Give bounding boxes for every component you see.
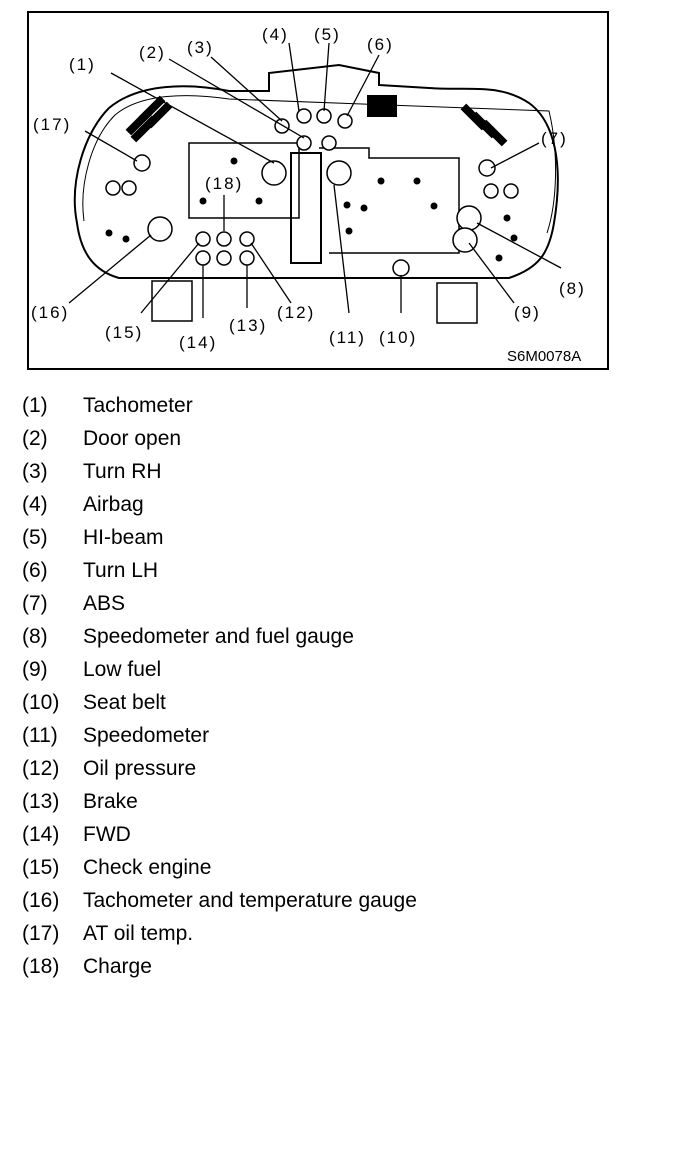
legend-item: (7) ABS	[22, 590, 662, 623]
legend-label: ABS	[83, 592, 126, 615]
callout-10: (10)	[379, 328, 417, 347]
callout-8: (8)	[559, 279, 586, 298]
callout-14: (14)	[179, 333, 217, 352]
legend-item: (6) Turn LH	[22, 557, 662, 590]
cluster-housing	[73, 63, 559, 279]
legend-number: (2)	[22, 427, 48, 450]
legend-item: (3) Turn RH	[22, 458, 662, 491]
legend-label: Check engine	[83, 856, 212, 879]
callout-13: (13)	[229, 316, 267, 335]
legend-item: (11) Speedometer	[22, 722, 662, 755]
callout-17: (17)	[33, 115, 71, 134]
legend-item: (5) HI-beam	[22, 524, 662, 557]
legend-number: (17)	[22, 922, 60, 945]
left-vent-grille	[125, 95, 173, 143]
legend-number: (10)	[22, 691, 60, 714]
legend-label: Brake	[83, 790, 138, 813]
legend-number: (15)	[22, 856, 60, 879]
figure-code: S6M0078A	[507, 348, 581, 365]
legend-label: Turn RH	[83, 460, 162, 483]
callout-4: (4)	[262, 25, 289, 44]
legend-item: (14) FWD	[22, 821, 662, 854]
legend-label: Speedometer and fuel gauge	[83, 625, 354, 648]
bottom-tab-right	[436, 282, 478, 324]
legend-item: (13) Brake	[22, 788, 662, 821]
legend-number: (11)	[22, 724, 58, 747]
legend-item: (18) Charge	[22, 953, 662, 986]
legend-number: (9)	[22, 658, 48, 681]
legend-item: (17) AT oil temp.	[22, 920, 662, 953]
legend-item: (12) Oil pressure	[22, 755, 662, 788]
right-vent-grille	[460, 103, 508, 147]
instrument-cluster-figure: (1) (2) (3) (4) (5) (6) (7) (8) (9) (10)…	[27, 11, 609, 370]
legend-number: (12)	[22, 757, 60, 780]
center-module	[290, 152, 322, 264]
callout-9: (9)	[514, 303, 541, 322]
legend-number: (8)	[22, 625, 48, 648]
legend-number: (3)	[22, 460, 48, 483]
legend-label: Oil pressure	[83, 757, 197, 780]
legend-number: (16)	[22, 889, 60, 912]
callout-16: (16)	[31, 303, 69, 322]
legend-item: (1) Tachometer	[22, 392, 662, 425]
legend-item: (15) Check engine	[22, 854, 662, 887]
bottom-tab-left	[151, 280, 193, 322]
callout-11: (11)	[329, 328, 366, 347]
bulb-sockets	[105, 108, 519, 277]
legend-number: (14)	[22, 823, 60, 846]
legend-label: Tachometer	[83, 394, 193, 417]
callout-1: (1)	[69, 55, 96, 74]
callout-3: (3)	[187, 38, 214, 57]
legend-number: (6)	[22, 559, 48, 582]
callout-2: (2)	[139, 43, 166, 62]
center-panel	[188, 142, 300, 219]
instrument-cluster-diagram: (1) (2) (3) (4) (5) (6) (7) (8) (9) (10)…	[31, 25, 586, 365]
callout-18: (18)	[205, 174, 243, 193]
legend-item: (8) Speedometer and fuel gauge	[22, 623, 662, 656]
callout-6: (6)	[367, 35, 394, 54]
legend-label: Charge	[83, 955, 152, 978]
legend-label: FWD	[83, 823, 131, 846]
legend-list: (1) Tachometer (2) Door open (3) Turn RH (4…	[22, 392, 662, 986]
callout-7: (7)	[541, 129, 568, 148]
legend-number: (4)	[22, 493, 48, 516]
legend-label: AT oil temp.	[83, 922, 194, 945]
legend-label: Speedometer	[83, 724, 210, 747]
legend-label: Low fuel	[83, 658, 162, 681]
cluster-housing-inner	[82, 95, 557, 234]
legend-label: Airbag	[83, 493, 144, 516]
legend-number: (5)	[22, 526, 48, 549]
top-connector-grille	[367, 95, 397, 117]
legend-label: HI-beam	[83, 526, 164, 549]
legend-label: Turn LH	[83, 559, 159, 582]
legend-item: (10) Seat belt	[22, 689, 662, 722]
legend-item: (2) Door open	[22, 425, 662, 458]
callout-12: (12)	[277, 303, 315, 322]
legend-item: (16) Tachometer and temperature gauge	[22, 887, 662, 920]
legend-item: (4) Airbag	[22, 491, 662, 524]
legend-label: Seat belt	[83, 691, 166, 714]
legend-label: Tachometer and temperature gauge	[83, 889, 417, 912]
callout-5: (5)	[314, 25, 341, 44]
legend-number: (7)	[22, 592, 48, 615]
legend-item: (9) Low fuel	[22, 656, 662, 689]
callout-15: (15)	[105, 323, 143, 342]
legend-number: (1)	[22, 394, 48, 417]
legend-label: Door open	[83, 427, 182, 450]
leader-lines	[68, 42, 562, 318]
screw-holes	[105, 157, 518, 262]
right-panel	[319, 147, 460, 254]
legend-number: (13)	[22, 790, 60, 813]
legend-number: (18)	[22, 955, 60, 978]
